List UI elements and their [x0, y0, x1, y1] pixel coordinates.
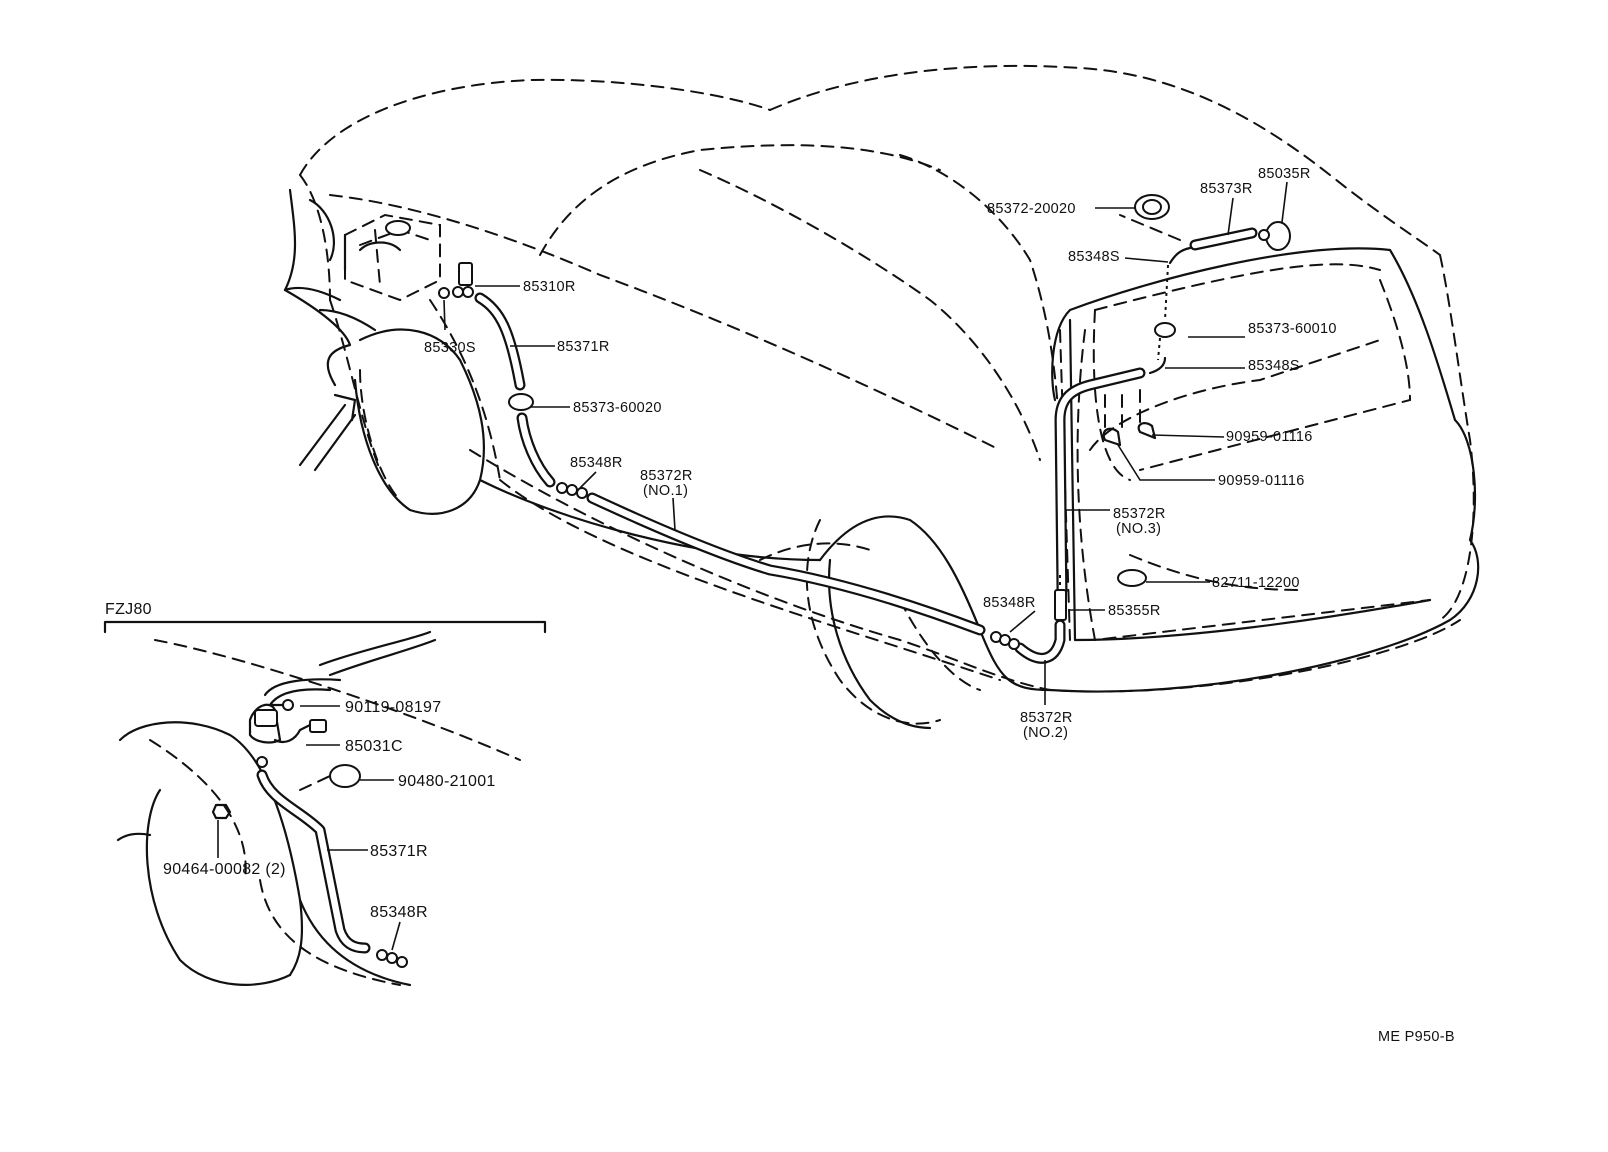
- label-85330S: 85330S: [424, 340, 476, 356]
- label-90119-08197: 90119-08197: [345, 699, 441, 716]
- label-85310R: 85310R: [523, 279, 576, 295]
- hose-85372R-no1: [586, 492, 986, 636]
- part-labels: 85372-20020 85373R 85035R 85348S 85373-6…: [105, 166, 1455, 1045]
- inset-fzj80: [103, 620, 547, 987]
- label-85348S-mid: 85348S: [1248, 358, 1300, 374]
- label-85372-20020: 85372-20020: [987, 201, 1076, 217]
- arrow-indicator: [298, 393, 357, 472]
- label-85348R-a: 85348R: [570, 455, 623, 471]
- hose-85371R: [474, 292, 526, 391]
- label-85372R-no1: 85372R: [640, 468, 693, 484]
- washer-tank: [343, 213, 441, 302]
- label-85348S-top: 85348S: [1068, 249, 1120, 265]
- label-85373-60010: 85373-60010: [1248, 321, 1337, 337]
- label-no1: (NO.1): [643, 483, 688, 499]
- label-85371R-inset: 85371R: [370, 843, 428, 860]
- label-85348R-inset: 85348R: [370, 904, 428, 921]
- label-85355R: 85355R: [1108, 603, 1161, 619]
- hose-85373R: [1189, 227, 1258, 251]
- label-85348R-b: 85348R: [983, 595, 1036, 611]
- label-82711-12200: 82711-12200: [1212, 575, 1300, 591]
- label-90464-00082: 90464-00082 (2): [163, 861, 286, 878]
- leader-lines: [443, 181, 1288, 705]
- label-85373-60020: 85373-60020: [573, 400, 662, 416]
- hose-85372R-no3: [1054, 367, 1146, 596]
- label-85371R: 85371R: [557, 339, 610, 355]
- vehicle-body-solid: [283, 188, 1480, 730]
- label-no3: (NO.3): [1116, 521, 1161, 537]
- label-85372R-no2: 85372R: [1020, 710, 1073, 726]
- fittings: [438, 194, 1291, 650]
- label-85031C: 85031C: [345, 738, 403, 755]
- label-85372R-no3: 85372R: [1113, 506, 1166, 522]
- label-90480-21001: 90480-21001: [398, 773, 496, 790]
- reference-code: ME P950-B: [1378, 1029, 1455, 1045]
- vehicle-body-outline: [299, 64, 1475, 725]
- label-fzj80: FZJ80: [105, 601, 152, 618]
- hose-85372R-no2: [1014, 619, 1066, 664]
- hose-lower-front: [516, 412, 556, 488]
- label-85373R-top: 85373R: [1200, 181, 1253, 197]
- label-85035R: 85035R: [1258, 166, 1311, 182]
- label-90959-b: 90959-01116: [1218, 473, 1305, 489]
- label-no2: (NO.2): [1023, 725, 1068, 741]
- label-90959-a: 90959-01116: [1226, 429, 1313, 445]
